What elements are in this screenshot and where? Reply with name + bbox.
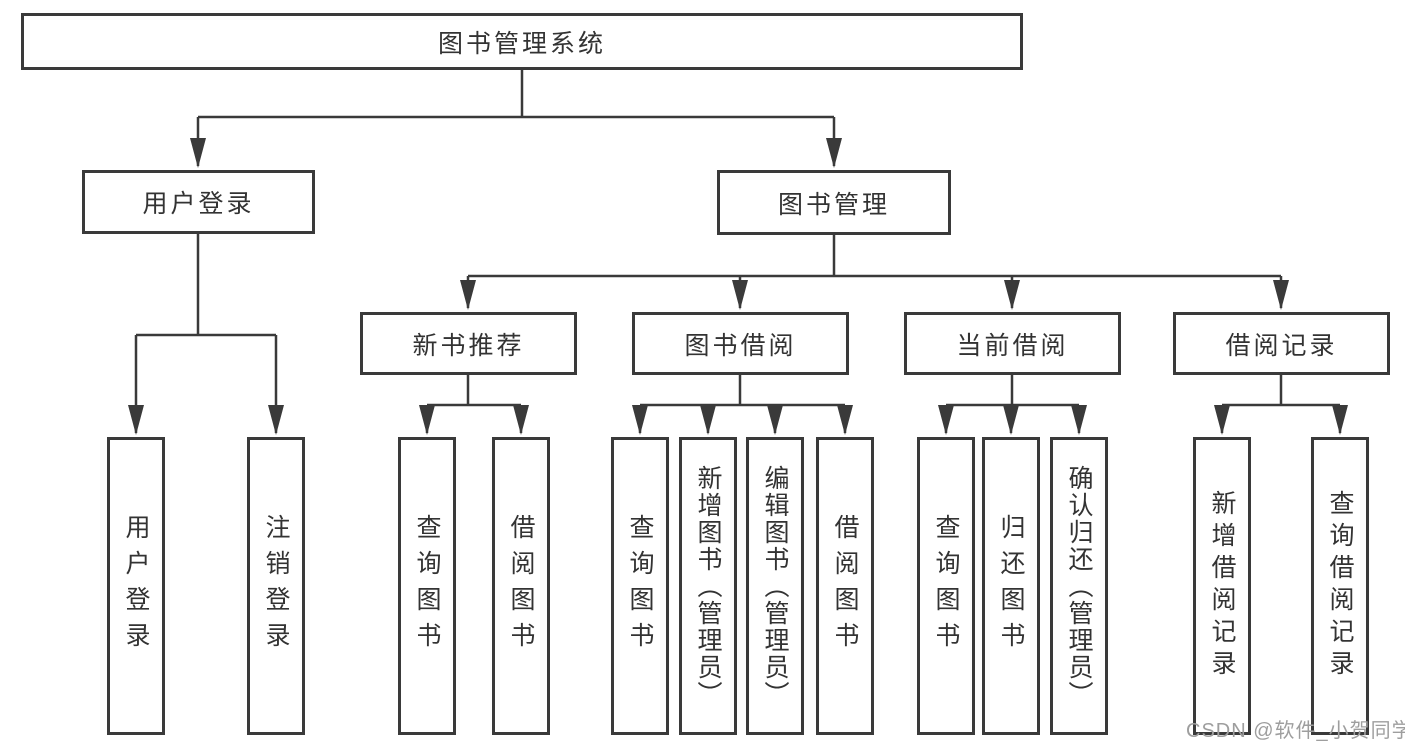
- leaf-add-borrow-record: 新增借阅记录: [1193, 437, 1251, 735]
- node-label: 新书推荐: [412, 331, 525, 360]
- leaf-add-book-admin: 新增图书（管理员）: [679, 437, 737, 735]
- leaf-query-borrow-record: 查询借阅记录: [1311, 437, 1369, 735]
- leaf-query-books-current: 查询图书: [917, 437, 975, 735]
- node-label: 查询图书: [626, 514, 654, 658]
- csdn-watermark: CSDN @软件_小贺同学: [1186, 720, 1405, 742]
- node-label: 查询图书: [413, 514, 441, 658]
- leaf-borrow-books-recommend: 借阅图书: [492, 437, 550, 735]
- node-label: 借阅图书: [507, 514, 535, 658]
- node-user-login-branch: 用户登录: [82, 170, 315, 234]
- node-book-management-branch: 图书管理: [717, 170, 951, 235]
- leaf-logout: 注销登录: [247, 437, 305, 735]
- node-label: 借阅记录: [1225, 331, 1338, 360]
- node-label: 用户登录: [122, 514, 150, 658]
- node-label: 查询借阅记录: [1326, 490, 1354, 682]
- node-label: 新增图书（管理员）: [694, 464, 722, 708]
- node-borrowing-records: 借阅记录: [1173, 312, 1390, 375]
- node-label: 注销登录: [262, 514, 290, 658]
- node-book-borrowing: 图书借阅: [632, 312, 849, 375]
- node-label: 归还图书: [997, 514, 1025, 658]
- node-label: 编辑图书（管理员）: [761, 464, 789, 708]
- node-label: 查询图书: [932, 514, 960, 658]
- leaf-query-books-borrowing: 查询图书: [611, 437, 669, 735]
- leaf-confirm-return-admin: 确认归还（管理员）: [1050, 437, 1108, 735]
- node-current-borrowing: 当前借阅: [904, 312, 1121, 375]
- node-label: 当前借阅: [956, 331, 1069, 360]
- leaf-query-books-recommend: 查询图书: [398, 437, 456, 735]
- node-library-management-system: 图书管理系统: [21, 13, 1023, 70]
- node-label: 图书借阅: [684, 331, 797, 360]
- node-label: 确认归还（管理员）: [1065, 464, 1093, 708]
- node-label: 用户登录: [142, 190, 255, 218]
- node-label: 新增借阅记录: [1208, 490, 1236, 682]
- leaf-borrow-books-borrowing: 借阅图书: [816, 437, 874, 735]
- node-label: 借阅图书: [831, 514, 859, 658]
- node-label: 图书管理系统: [437, 29, 606, 58]
- leaf-edit-book-admin: 编辑图书（管理员）: [746, 437, 804, 735]
- node-new-book-recommend: 新书推荐: [360, 312, 577, 375]
- leaf-return-book: 归还图书: [982, 437, 1040, 735]
- leaf-user-login: 用户登录: [107, 437, 165, 735]
- node-label: 图书管理: [777, 190, 890, 219]
